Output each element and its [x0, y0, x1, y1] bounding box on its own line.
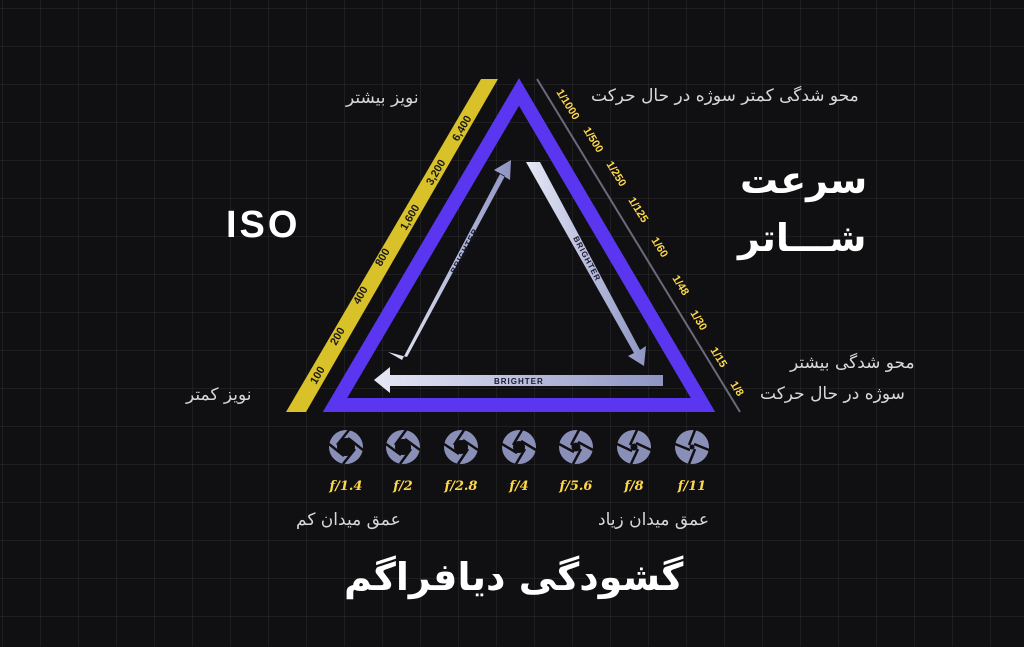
aperture-value: f/2: [393, 479, 413, 494]
aperture-value: f/8: [624, 479, 644, 494]
brighter-arrow-right: [526, 162, 646, 366]
aperture-icon: [558, 429, 594, 465]
shutter-note-fast: محو شدگی کمتر سوژه در حال حرکت: [591, 86, 859, 106]
iso-title: ISO: [226, 204, 301, 246]
aperture-note-shallow: عمق میدان کم: [296, 510, 401, 530]
aperture-value: f/2.8: [444, 479, 478, 494]
aperture-icon: [328, 429, 364, 465]
shutter-value: 1/500: [580, 125, 605, 155]
aperture-icons: [328, 429, 710, 465]
exposure-triangle: [322, 78, 716, 412]
shutter-value: 1/1000: [553, 87, 581, 122]
shutter-scale-line: [536, 78, 741, 413]
aperture-value: f/1.4: [329, 479, 363, 494]
shutter-value: 1/125: [625, 195, 650, 225]
aperture-title: گشودگی دیافراگم: [344, 555, 684, 599]
arrow-label-bottom: BRIGHTER: [494, 377, 544, 386]
shutter-note-slow-line1: محو شدگی بیشتر: [790, 353, 915, 373]
aperture-value: f/4: [509, 479, 529, 494]
iso-note-low: نویز کمتر: [186, 385, 252, 405]
aperture-icon: [616, 429, 652, 465]
aperture-value: f/5.6: [559, 479, 593, 494]
shutter-value: 1/48: [669, 273, 691, 298]
shutter-value: 1/30: [687, 308, 709, 333]
arrow-label-right: BRIGHTER: [571, 235, 602, 283]
iso-note-high: نویز بیشتر: [346, 88, 419, 108]
shutter-value: 1/15: [707, 345, 729, 370]
shutter-note-slow-line2: سوژه در حال حرکت: [760, 384, 905, 404]
aperture-icon: [443, 429, 479, 465]
aperture-icon: [674, 429, 710, 465]
shutter-value: 1/60: [648, 235, 670, 260]
shutter-title-line2: شـــاتر: [738, 216, 867, 260]
aperture-value: f/11: [677, 479, 707, 494]
arrow-label-left: BRIGHTER: [449, 227, 480, 275]
iso-band: [286, 79, 498, 412]
aperture-note-deep: عمق میدان زیاد: [598, 510, 710, 530]
aperture-icon: [501, 429, 537, 465]
brighter-arrow-bottom: [374, 367, 663, 393]
shutter-title-line1: سرعت: [740, 158, 868, 202]
shutter-value: 1/250: [603, 159, 628, 189]
brighter-arrow-left: [388, 160, 511, 360]
aperture-icon: [385, 429, 421, 465]
